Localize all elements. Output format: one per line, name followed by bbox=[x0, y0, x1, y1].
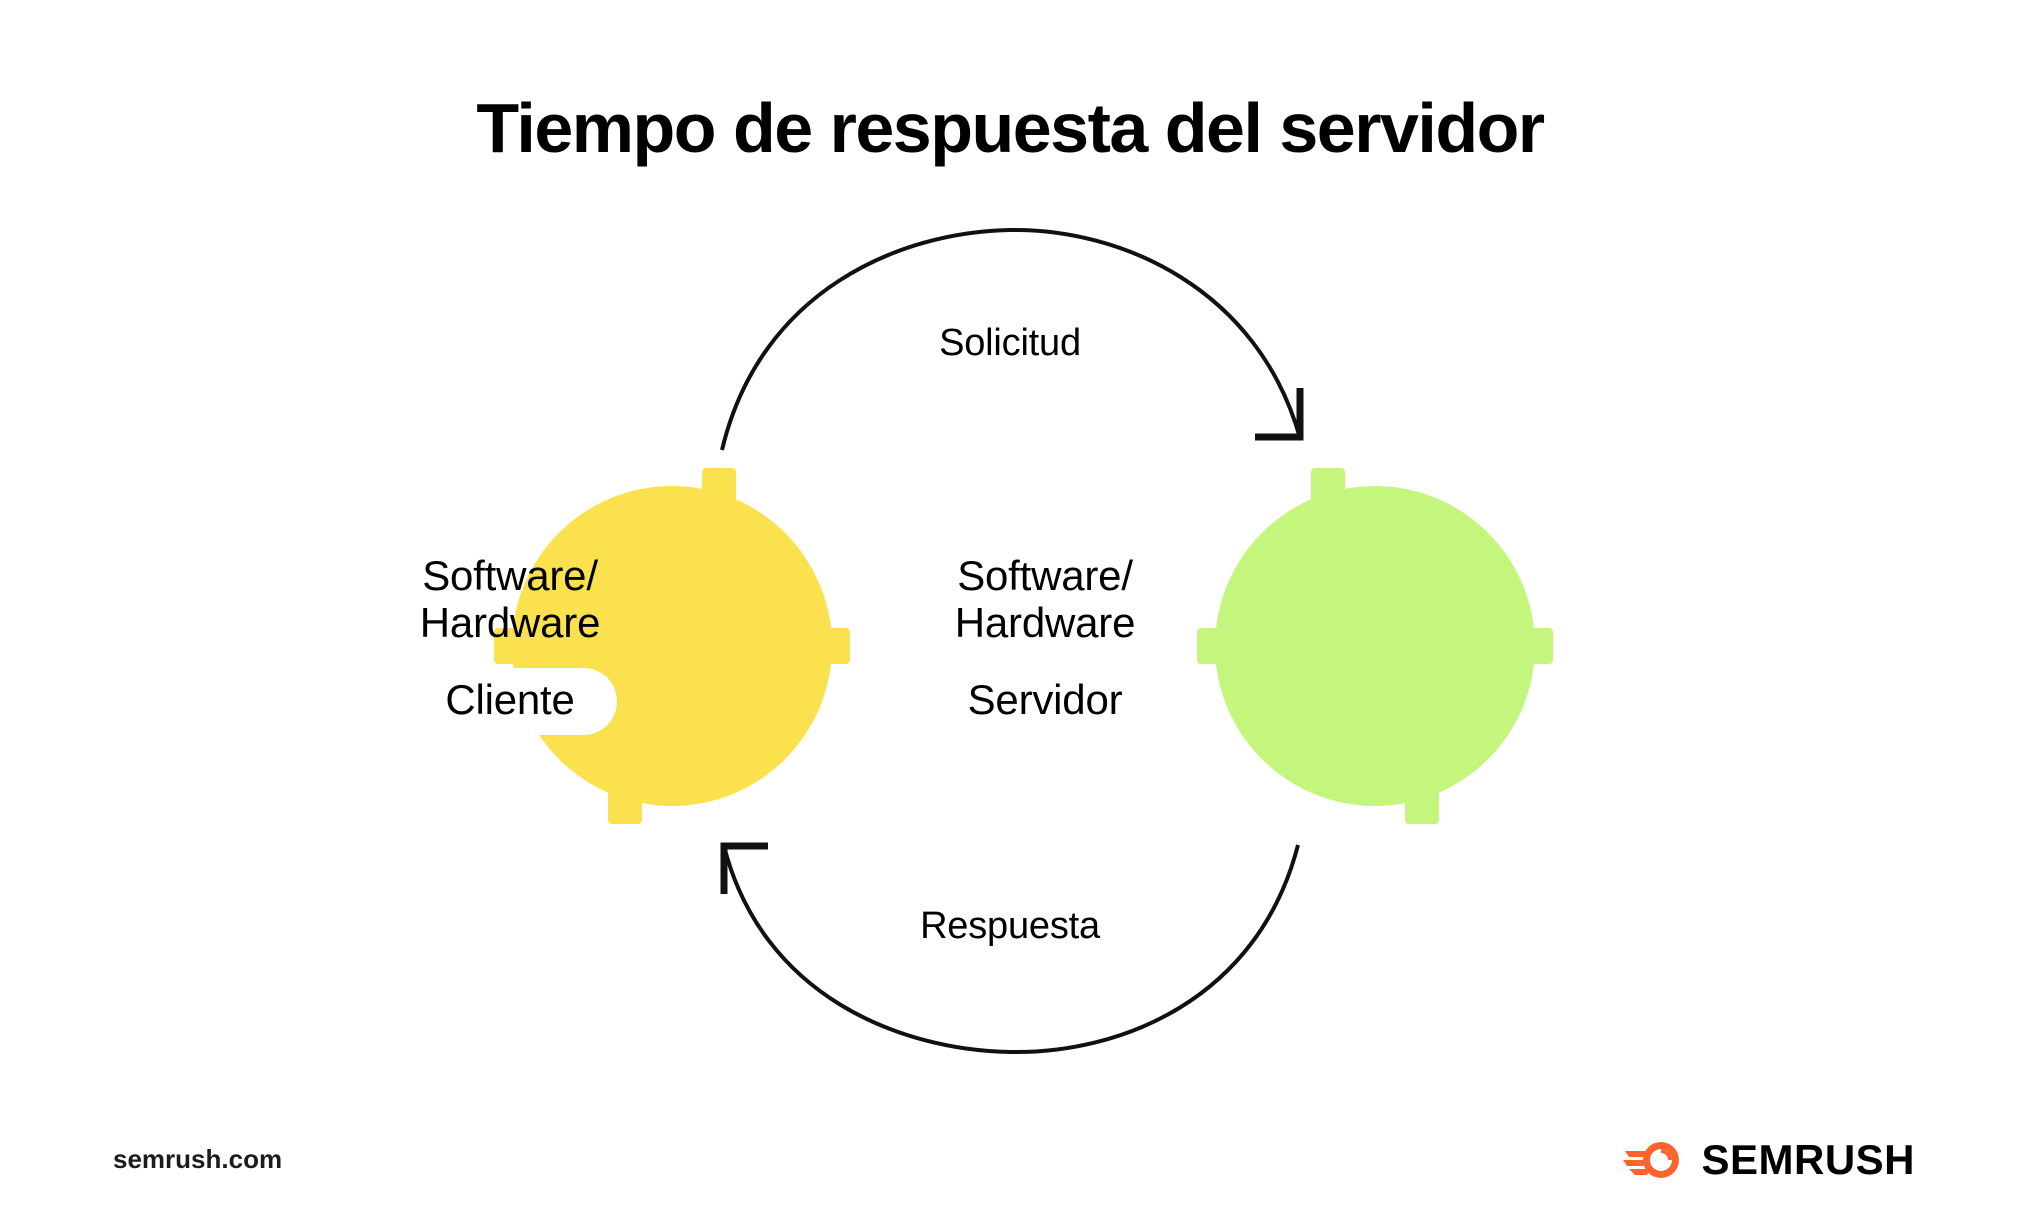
semrush-logo: SEMRUSH bbox=[1623, 1138, 1915, 1182]
page-title: Tiempo de respuesta del servidor bbox=[476, 89, 1545, 167]
server-node-shape[interactable] bbox=[1197, 468, 1553, 824]
semrush-wordmark: SEMRUSH bbox=[1701, 1136, 1915, 1183]
response-arc bbox=[722, 844, 1300, 1055]
request-arc bbox=[720, 227, 1302, 451]
request-arrowhead-icon bbox=[1255, 388, 1304, 441]
client-node-shape[interactable] bbox=[494, 468, 850, 824]
response-arrowhead-icon bbox=[720, 842, 768, 894]
footer-source-url: semrush.com bbox=[113, 1144, 283, 1174]
edge-label-request: Solicitud bbox=[939, 322, 1081, 364]
edge-label-response: Respuesta bbox=[920, 905, 1100, 947]
semrush-comet-icon bbox=[1623, 1142, 1680, 1178]
